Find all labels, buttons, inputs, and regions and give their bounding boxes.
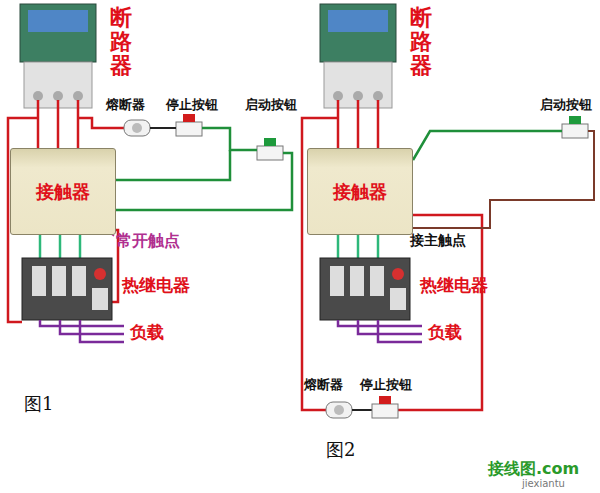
- thermal-relay-label: 热继电器: [420, 276, 488, 296]
- control-wires: [413, 131, 562, 160]
- control-wires: [352, 409, 372, 411]
- thermal-relay-label: 热继电器: [122, 276, 190, 296]
- contactor-box: 接触器: [10, 148, 116, 235]
- contactor-label: 接触器: [333, 180, 387, 204]
- watermark: jiexiantu: [522, 478, 565, 490]
- contactor-box: 接触器: [307, 148, 413, 235]
- stop-button-symbol: [372, 396, 398, 418]
- start-button-label: 启动按钮: [245, 98, 297, 113]
- breaker-symbol: [20, 4, 96, 108]
- contact-label: 接主触点: [410, 232, 466, 248]
- control-wires: [115, 128, 292, 210]
- start-button-symbol: [562, 116, 588, 138]
- load-wires: [40, 320, 124, 342]
- load-label: 负载: [130, 323, 164, 343]
- watermark: 接线图.com: [488, 460, 579, 478]
- breaker-label: 断路器: [410, 6, 432, 79]
- fuse-label: 熔断器: [304, 378, 343, 393]
- thermal-relay-symbol: [320, 258, 410, 320]
- breaker-label: 断路器: [110, 6, 132, 79]
- contact-label: 常开触点: [116, 232, 180, 250]
- load-wires: [338, 320, 422, 342]
- fuse-label: 熔断器: [106, 98, 145, 113]
- control-wires: [150, 127, 176, 129]
- load-label: 负载: [428, 323, 462, 343]
- power-wires: [8, 100, 124, 322]
- control-wires: [413, 131, 594, 228]
- figure-label: 图1: [24, 394, 53, 415]
- contactor-relay-wires: [338, 235, 378, 258]
- contactor-label: 接触器: [36, 180, 90, 204]
- stop-button-symbol: [176, 114, 202, 136]
- thermal-relay-symbol: [22, 258, 112, 320]
- contactor-relay-wires: [40, 235, 80, 258]
- breaker-symbol: [320, 4, 396, 108]
- stop-button-label: 停止按钮: [360, 378, 412, 393]
- power-wires: [302, 100, 482, 410]
- start-button-symbol: [257, 138, 283, 160]
- fuse-symbol: [326, 402, 352, 418]
- start-button-label: 启动按钮: [540, 98, 592, 113]
- stop-button-label: 停止按钮: [166, 98, 218, 113]
- figure-label: 图2: [326, 440, 355, 461]
- fuse-symbol: [124, 120, 150, 136]
